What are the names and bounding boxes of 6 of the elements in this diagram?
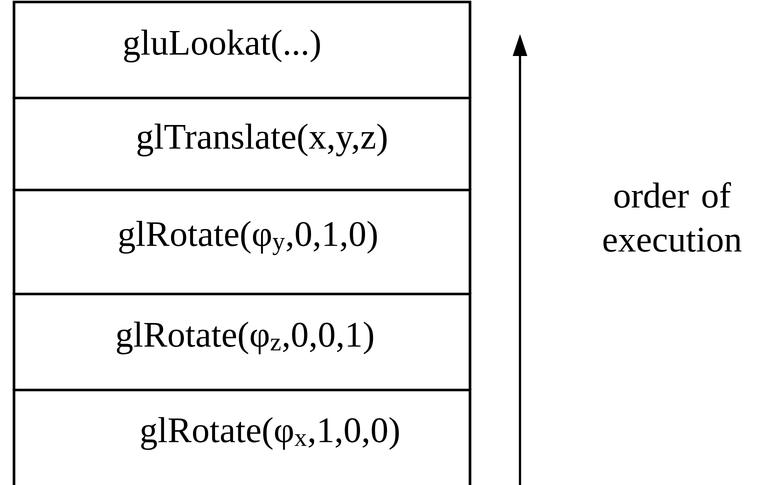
stack-row: glTranslate(x,y,z)	[12, 96, 472, 190]
stack-row: gluLookat(...)	[12, 0, 472, 98]
stack-row: glRotate(φ$_{z}$,0,0,1)	[12, 292, 472, 390]
stack-row: glRotate(φ$_{y}$,0,1,0)	[12, 188, 472, 294]
note-text: order of execution	[603, 182, 742, 252]
stack-row: glRotate(φ$_{x}$,1,0,0)	[12, 388, 472, 485]
